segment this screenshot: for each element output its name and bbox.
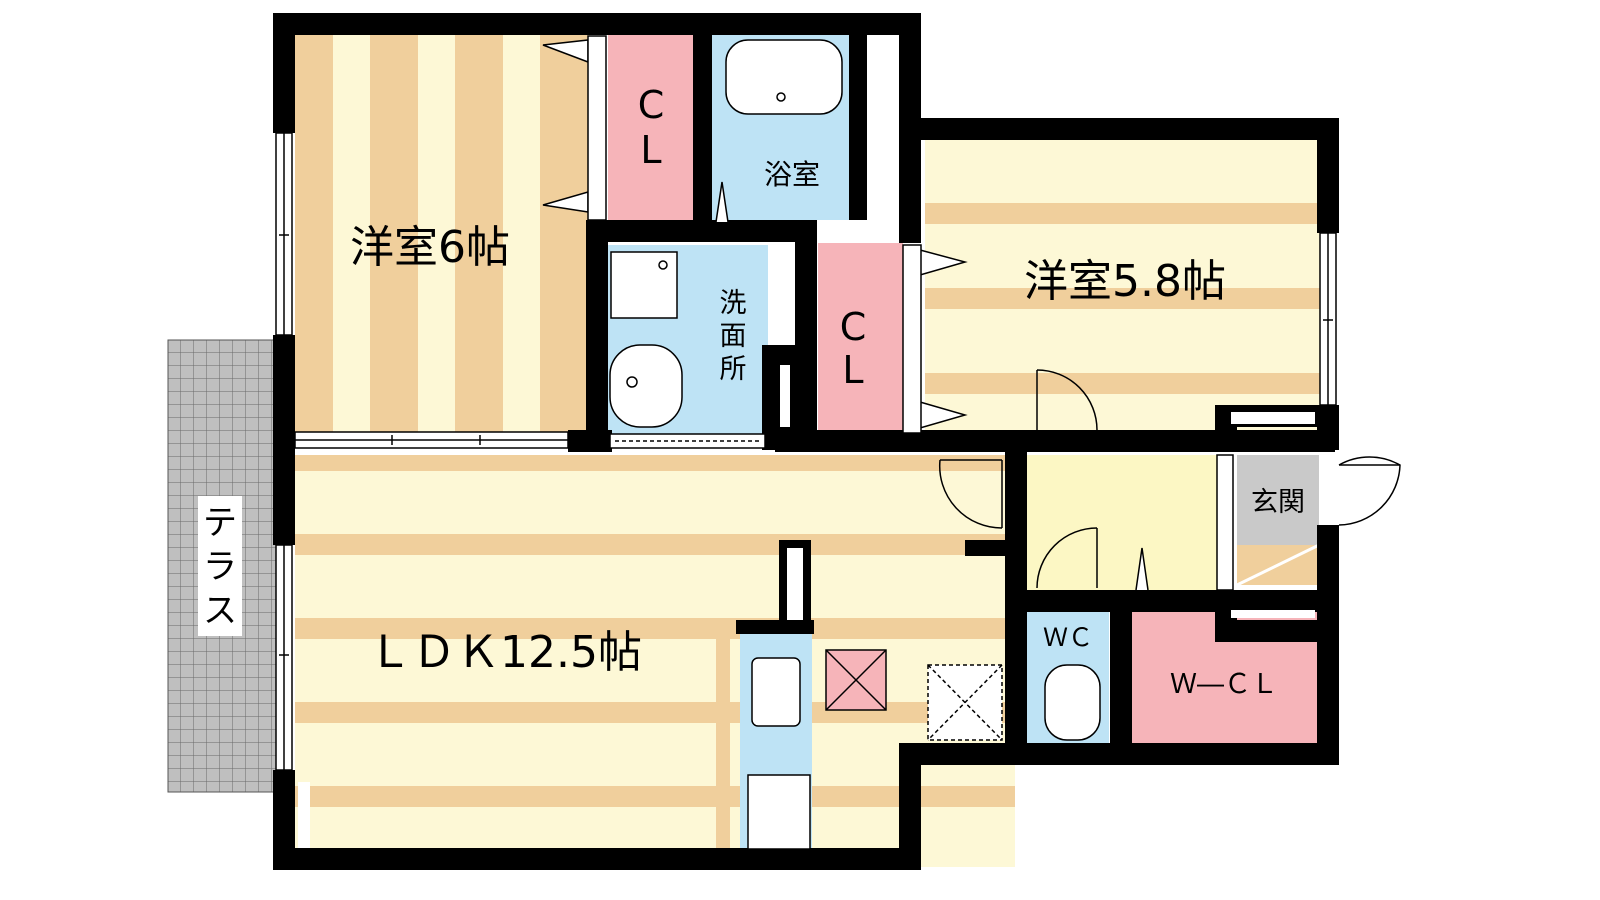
closet-right-label-bottom: L bbox=[842, 348, 863, 392]
closet-left bbox=[608, 35, 693, 220]
entrance-label: 玄関 bbox=[1251, 487, 1305, 518]
bathtub-icon bbox=[725, 39, 843, 115]
fridge-area bbox=[747, 774, 811, 850]
windows bbox=[275, 132, 1337, 771]
closet-left-label-top: C bbox=[638, 83, 665, 127]
washroom-label-3: 所 bbox=[720, 354, 747, 385]
western-room-58-floor bbox=[925, 135, 1330, 435]
terrace-label-2: ラ bbox=[203, 547, 237, 587]
toilet-icon bbox=[1044, 664, 1101, 741]
walk-in-closet-label: Ｗ―ＣＬ bbox=[1170, 669, 1278, 700]
terrace: テ ラ ス bbox=[167, 339, 279, 793]
western-room-58-label: 洋室5.8帖 bbox=[1024, 256, 1226, 307]
floors bbox=[295, 30, 1330, 867]
wash-basin-icon bbox=[609, 344, 683, 428]
bathroom-label: 浴室 bbox=[764, 158, 820, 191]
closet-right-label-top: C bbox=[840, 305, 867, 349]
western-room-6-floor bbox=[295, 30, 590, 440]
closet-left-label-bottom: L bbox=[640, 128, 661, 172]
wall-gaps bbox=[298, 35, 1315, 848]
toilet-label: ＷＣ bbox=[1043, 623, 1093, 652]
closet-right bbox=[818, 243, 903, 433]
washroom-label-2: 面 bbox=[720, 321, 747, 352]
ldk-label: ＬＤＫ12.5帖 bbox=[368, 627, 642, 678]
room-labels: 洋室6帖 洋室5.8帖 ＬＤＫ12.5帖 C L C L 浴室 洗 面 所 玄関… bbox=[350, 83, 1305, 700]
doors bbox=[542, 35, 1401, 591]
washer-pan-icon bbox=[610, 251, 678, 319]
terrace-label-3: ス bbox=[203, 591, 237, 631]
entrance-floor bbox=[1237, 455, 1319, 545]
sink-icon bbox=[751, 657, 801, 727]
western-room-6-label: 洋室6帖 bbox=[350, 222, 510, 273]
washroom-label-1: 洗 bbox=[720, 288, 747, 319]
terrace-label-1: テ bbox=[203, 503, 237, 543]
fixtures bbox=[609, 39, 1101, 850]
ldk-floor bbox=[295, 455, 1015, 867]
kitchen-back-counter bbox=[716, 625, 730, 850]
hall-floor bbox=[1027, 455, 1217, 590]
